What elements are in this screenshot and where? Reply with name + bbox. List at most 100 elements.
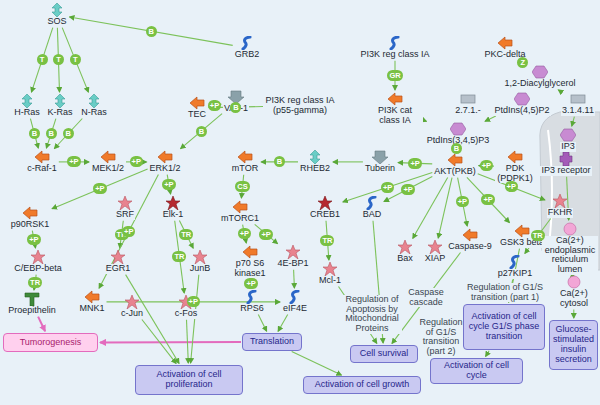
pathway-connector — [99, 175, 158, 289]
gene-product: PtdIns(3,4,5)P3 — [426, 122, 491, 146]
gene-product: Elk-1 — [162, 196, 185, 220]
gene-product: Ca(2+) cytosol — [550, 275, 598, 308]
interaction-marker: +P — [93, 183, 106, 194]
pathway-connector — [292, 351, 342, 375]
molecule-icon — [24, 292, 40, 306]
process-label: Tumorogenesis — [20, 338, 82, 348]
node-label: BAD — [362, 210, 383, 220]
gene-product: mTORC1 — [220, 200, 260, 224]
pathway-connector — [142, 320, 176, 364]
node-label: XIAP — [424, 254, 447, 264]
process-label: Activation of cell cycle G1/S phase tran… — [467, 312, 541, 342]
node-label: c-Fos — [174, 309, 199, 319]
gene-product: JunB — [189, 250, 212, 274]
interaction-marker: +P — [481, 194, 494, 205]
gene-product: 1,2-Diacylglycerol — [503, 65, 576, 89]
gene-product: PI3K reg class IA (p55-gamma) — [264, 96, 336, 115]
molecule-icon — [237, 150, 253, 164]
process-box: Glucose-stimulated insulin secretion — [549, 320, 598, 370]
molecule-icon — [364, 196, 380, 210]
molecule-icon — [558, 152, 574, 166]
interaction-marker: +P — [208, 100, 221, 111]
interaction-marker: TR — [531, 230, 545, 241]
node-label: p70 S6 kinase1 — [227, 259, 273, 278]
molecule-icon — [372, 150, 388, 164]
gene-product: PKC-delta — [483, 36, 526, 60]
interaction-marker: TR — [172, 251, 186, 262]
molecule-icon — [307, 150, 323, 164]
node-label: H-Ras — [13, 108, 41, 118]
gene-product: GRB2 — [234, 36, 261, 60]
molecule-icon — [317, 196, 333, 210]
molecule-icon — [52, 94, 68, 108]
gene-product: c-Jun — [120, 295, 144, 319]
node-label: 4E-BP1 — [276, 259, 309, 269]
node-label: SOS — [46, 17, 67, 27]
molecule-icon — [84, 290, 100, 304]
gene-product: Proepithelin — [7, 292, 57, 316]
gene-product: PDK (PDPK1) — [495, 150, 535, 183]
interaction-marker: B — [63, 128, 74, 139]
gene-product: TEC — [187, 96, 207, 120]
gene-product: EGR1 — [105, 250, 132, 274]
gene-product: PtdIns(4,5)P2 — [493, 92, 550, 116]
molecule-icon — [165, 196, 181, 210]
interaction-marker: TR — [28, 277, 42, 288]
process-label: Activation of cell cycle — [434, 361, 519, 381]
interaction-marker: +P — [505, 181, 518, 192]
interaction-marker: B — [451, 143, 462, 154]
pathway-connector — [424, 120, 427, 121]
interaction-marker: B — [46, 128, 57, 139]
molecule-icon — [447, 153, 463, 167]
node-label: Ca(2+) endoplasmic reticulum lumen — [542, 236, 598, 275]
gene-product: Tuberin — [364, 150, 396, 174]
node-label: RHEB2 — [299, 164, 331, 174]
interaction-marker: Z — [517, 57, 528, 68]
node-label: C/EBP-beta — [13, 264, 63, 274]
molecule-icon — [322, 262, 338, 276]
pathway-connector — [343, 172, 432, 202]
interaction-marker: T — [37, 54, 48, 65]
node-label: RPS6 — [239, 304, 265, 314]
molecule-icon — [507, 150, 523, 164]
molecule-icon — [110, 250, 126, 264]
process-box: Tumorogenesis — [3, 333, 98, 352]
interaction-marker: +P — [187, 296, 200, 307]
node-label: PDK (PDPK1) — [495, 164, 535, 183]
node-label: MEK1/2 — [91, 164, 125, 174]
pathway-connector — [46, 119, 56, 148]
pathway-connector — [255, 224, 278, 243]
node-label: Bax — [396, 254, 414, 264]
pathway-connector — [413, 178, 448, 239]
interaction-marker: +P — [67, 156, 80, 167]
molecule-icon — [189, 96, 205, 110]
gene-product: p27KIP1 — [497, 255, 534, 279]
molecule-icon — [427, 240, 443, 254]
interaction-marker: +P — [259, 229, 272, 240]
gene-product: C/EBP-beta — [13, 250, 63, 274]
interaction-marker: B — [196, 126, 207, 137]
molecule-icon — [562, 222, 578, 236]
molecule-icon — [287, 290, 303, 304]
molecule-icon — [450, 122, 466, 136]
gene-product: RHEB2 — [299, 150, 331, 174]
node-label: PI3K reg class IA — [359, 50, 430, 60]
gene-product: p70 S6 kinase1 — [227, 245, 273, 278]
molecule-icon — [117, 196, 133, 210]
process-box: Cell survival — [350, 345, 418, 363]
node-label: AKT(PKB) — [433, 167, 477, 177]
molecule-icon — [192, 250, 208, 264]
gene-product: SOS — [46, 3, 67, 27]
interaction-marker: +P — [122, 226, 135, 237]
node-label: c-Jun — [120, 309, 144, 319]
molecule-icon — [507, 255, 523, 269]
molecule-icon — [560, 128, 576, 142]
molecule-icon — [570, 92, 586, 106]
pathway-connector — [258, 315, 266, 332]
molecule-icon — [387, 92, 403, 106]
node-label: N-Ras — [80, 108, 108, 118]
gene-product: 4E-BP1 — [276, 245, 309, 269]
gene-product: IP3 receptor — [540, 152, 591, 176]
interaction-marker: GR — [387, 70, 402, 81]
molecule-icon — [514, 92, 530, 106]
